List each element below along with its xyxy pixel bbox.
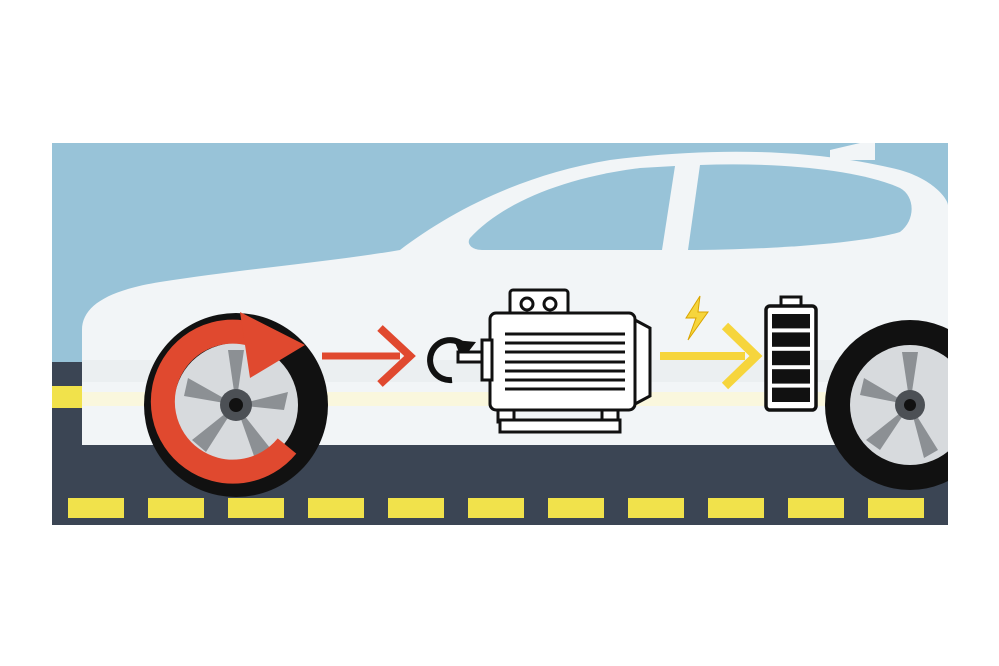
car-front-window (468, 166, 675, 250)
lane-dash (868, 498, 924, 518)
lane-dash (548, 498, 604, 518)
lane-dash (68, 498, 124, 518)
battery-cell (772, 332, 810, 347)
car-rear-window (688, 164, 912, 250)
lane-dash (708, 498, 764, 518)
car-roof-spoiler (830, 143, 875, 160)
battery-cell (772, 350, 810, 366)
lane-dash (148, 498, 204, 518)
lane-dash (788, 498, 844, 518)
wheel-rotation-arrow-icon (150, 312, 305, 484)
lane-dash (468, 498, 524, 518)
right-arrow-icon (322, 325, 416, 387)
lane-dash (388, 498, 444, 518)
lane-dash (308, 498, 364, 518)
battery-cell (772, 314, 810, 329)
front-wheel (825, 320, 948, 490)
lane-dash (228, 498, 284, 518)
lane-dash (628, 498, 684, 518)
battery-cells (772, 314, 810, 402)
battery-cell (772, 387, 810, 402)
battery-icon (764, 295, 818, 412)
lightning-bolt-icon (685, 295, 709, 341)
charge-arrow-icon (660, 322, 763, 390)
battery-cell (772, 369, 810, 384)
electric-motor-icon (480, 288, 652, 434)
lane-dashes (68, 498, 924, 518)
